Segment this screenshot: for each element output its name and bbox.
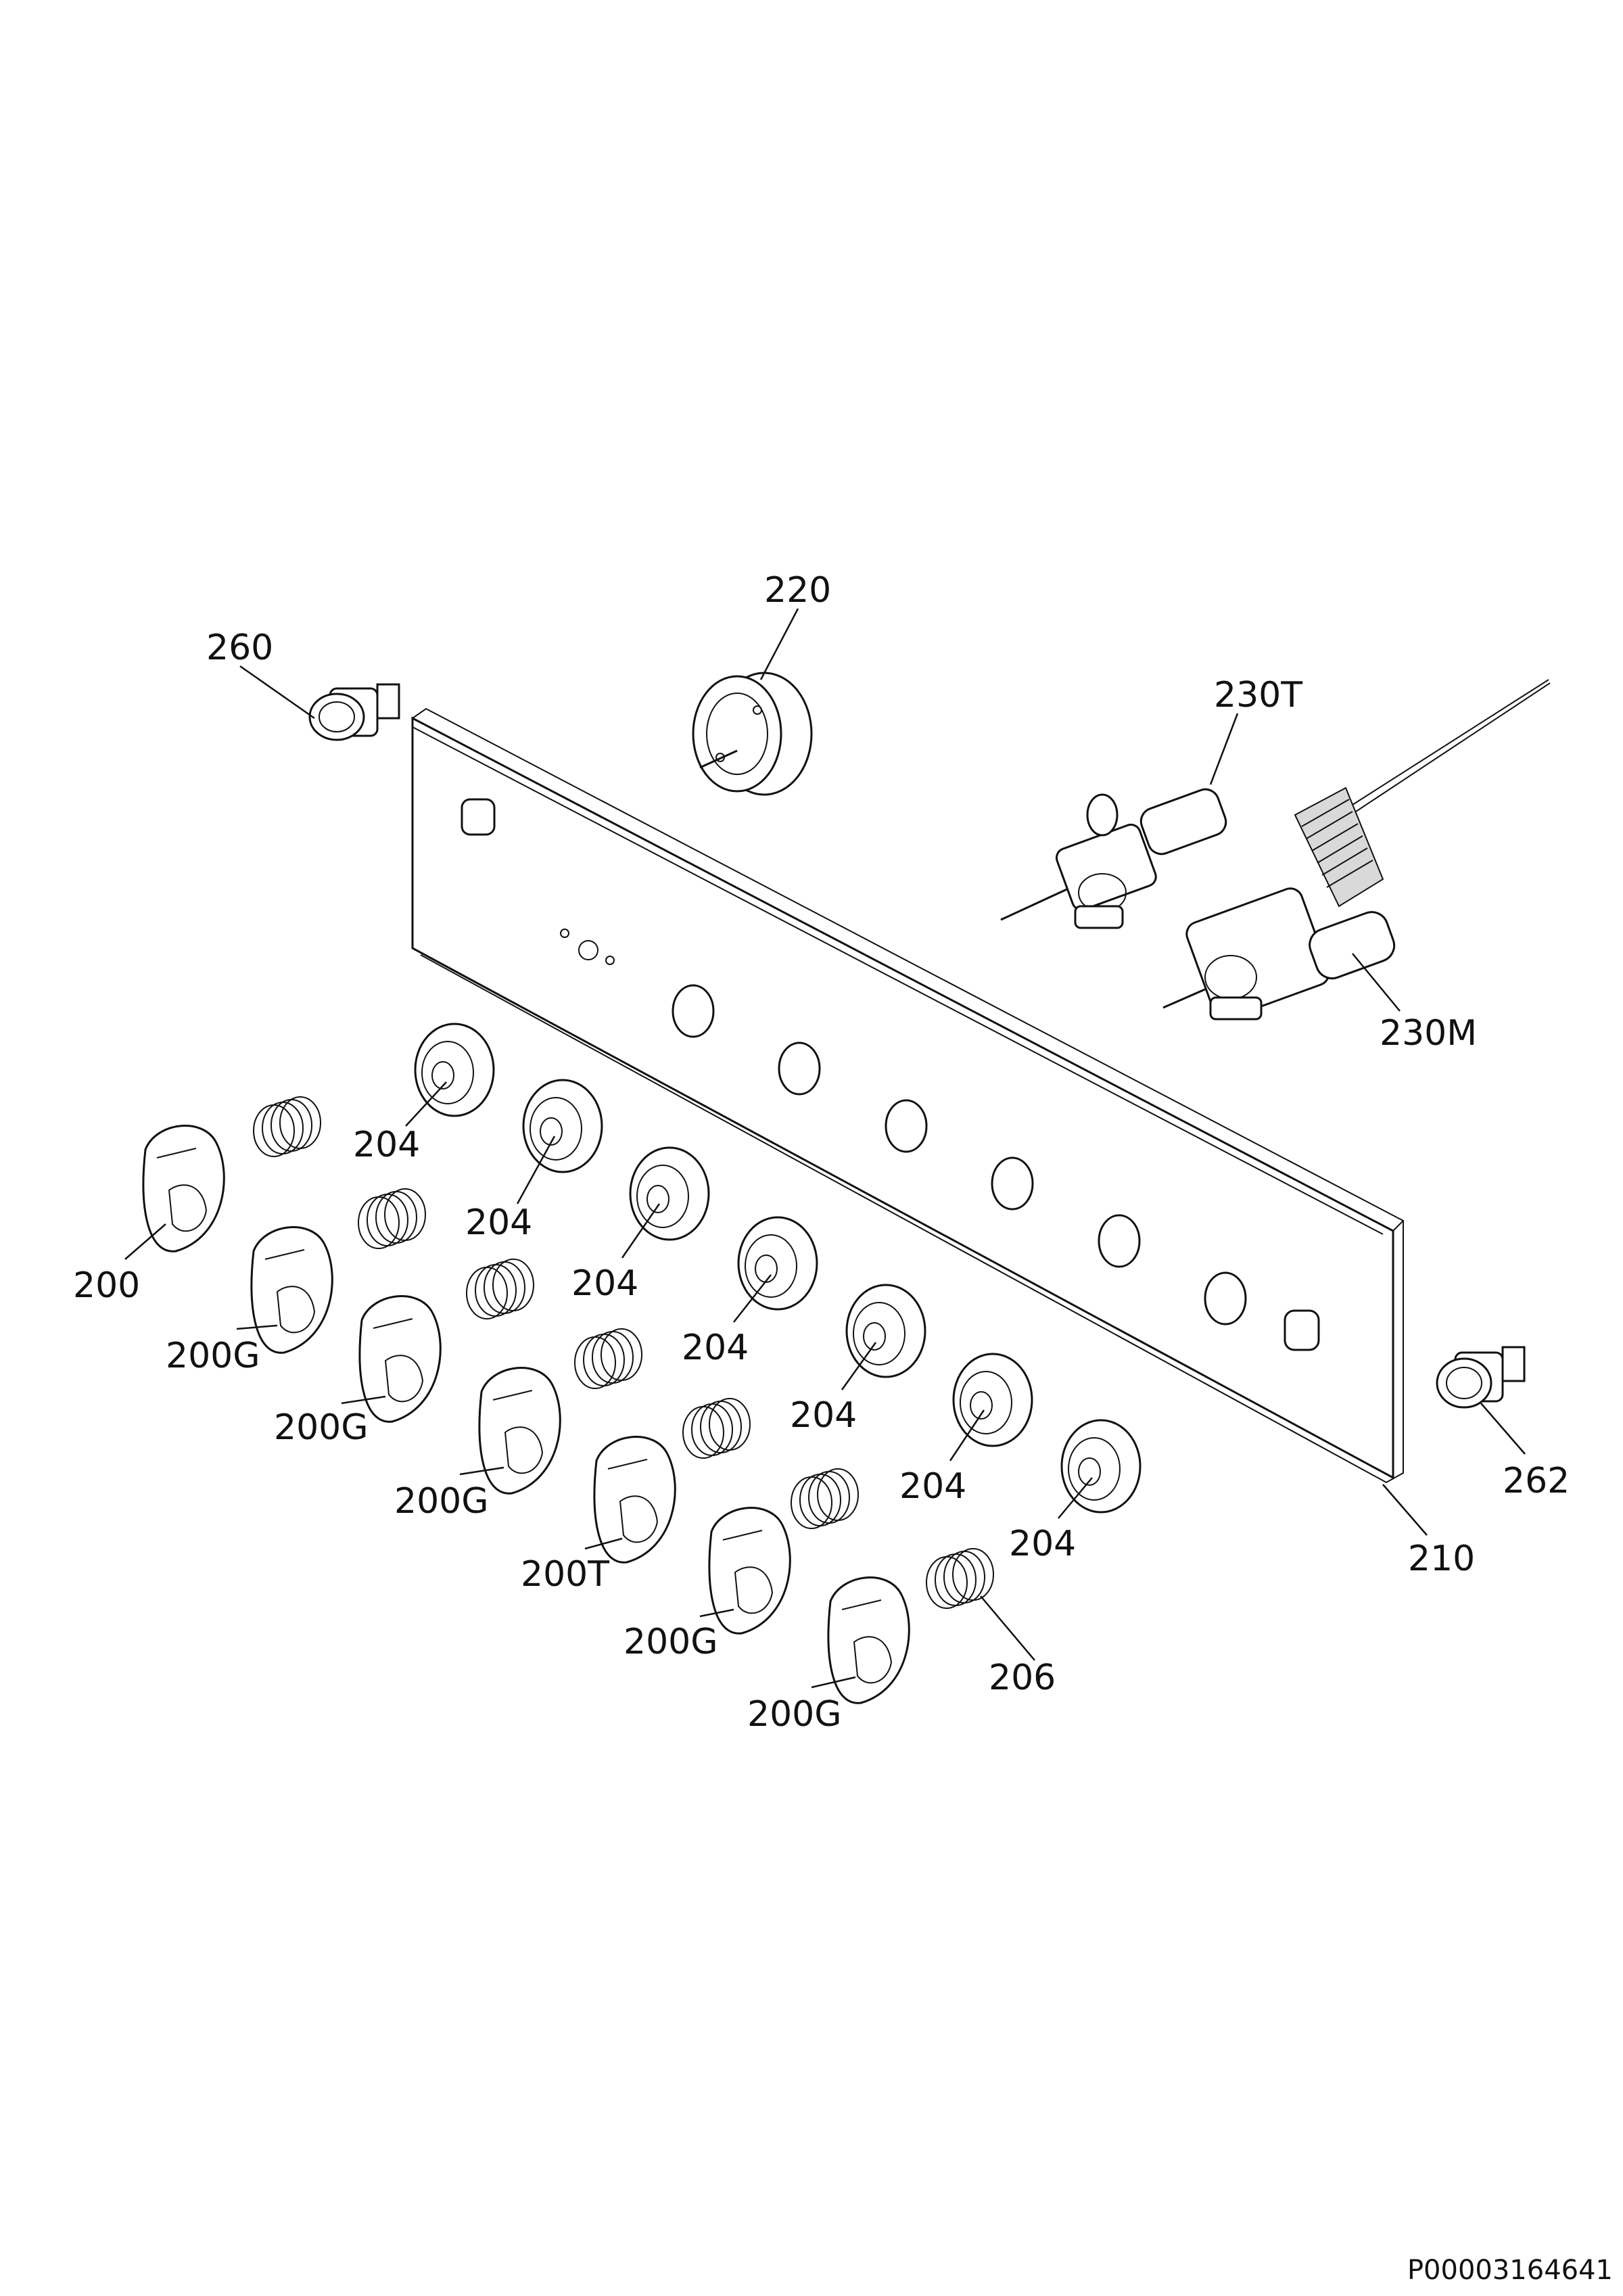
timer-220 — [692, 672, 813, 796]
label-230T: 230T — [1214, 675, 1302, 716]
spring-1 — [253, 1096, 321, 1157]
label-200G-4: 200G — [624, 1622, 718, 1662]
spring-5 — [682, 1398, 751, 1459]
spring-6 — [791, 1468, 859, 1529]
knob-200G-4 — [708, 1507, 791, 1635]
label-200G-5: 200G — [747, 1694, 842, 1735]
label-206: 206 — [989, 1658, 1056, 1698]
label-200G-2: 200G — [274, 1407, 369, 1448]
gas-valve-230M — [1162, 679, 1551, 1021]
knob-200G-1 — [250, 1226, 333, 1354]
control-panel-210 — [411, 707, 1405, 1484]
label-230M: 230M — [1380, 1013, 1477, 1054]
label-204-6: 204 — [899, 1466, 966, 1507]
bezel-204-6 — [952, 1353, 1033, 1447]
label-204-7: 204 — [1009, 1524, 1076, 1564]
label-210: 210 — [1408, 1539, 1475, 1579]
springs-206 — [253, 1096, 994, 1609]
bezel-204-2 — [522, 1079, 603, 1173]
label-220: 220 — [764, 570, 831, 611]
label-200G-1: 200G — [166, 1336, 260, 1376]
label-204-4: 204 — [682, 1328, 749, 1368]
spring-3 — [466, 1259, 534, 1319]
bezel-204-7 — [1060, 1419, 1142, 1514]
label-260: 260 — [206, 628, 273, 668]
label-200T: 200T — [521, 1554, 609, 1595]
gas-valve-230T — [1000, 788, 1227, 929]
label-204-2: 204 — [465, 1202, 532, 1243]
bezel-204-5 — [845, 1284, 926, 1378]
knob-200G-2 — [358, 1295, 442, 1423]
bezel-204-4 — [737, 1216, 818, 1311]
bezel-204-1 — [414, 1023, 495, 1117]
knob-200 — [142, 1125, 225, 1252]
label-204-3: 204 — [571, 1263, 638, 1304]
label-204-5: 204 — [790, 1395, 857, 1436]
switch-260 — [308, 683, 400, 741]
knob-200G-3 — [478, 1367, 561, 1495]
spring-7 — [926, 1548, 994, 1609]
label-200G-3: 200G — [394, 1481, 489, 1522]
label-200: 200 — [73, 1265, 140, 1306]
label-204-1: 204 — [353, 1125, 420, 1165]
document-id: P00003164641 — [1407, 2255, 1613, 2286]
bezel-204-3 — [629, 1146, 710, 1241]
leader-lines — [124, 608, 1526, 1689]
spring-2 — [358, 1188, 426, 1249]
switch-262 — [1436, 1346, 1526, 1409]
knob-200T — [593, 1436, 676, 1564]
label-262: 262 — [1503, 1461, 1570, 1501]
spring-4 — [574, 1328, 642, 1389]
bezels-204 — [414, 1023, 1142, 1514]
callout-labels: 260 220 230T 230M 204 204 204 204 204 20… — [73, 570, 1570, 1735]
knobs — [142, 1125, 910, 1704]
knob-200G-5 — [827, 1576, 910, 1704]
